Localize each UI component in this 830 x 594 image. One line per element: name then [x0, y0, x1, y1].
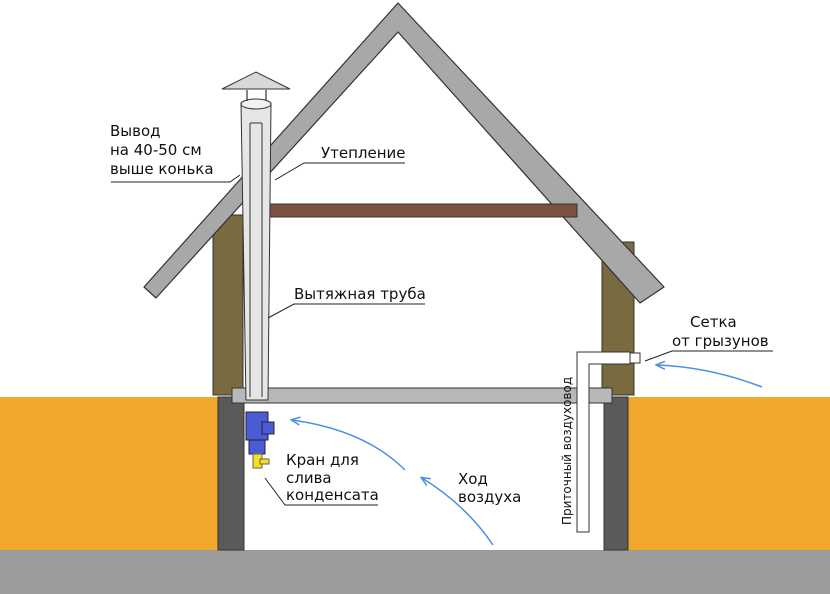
valve-cap — [261, 421, 275, 435]
label-outlet-1: Вывод — [110, 122, 161, 140]
label-supply-duct: Приточный воздуховод — [560, 377, 574, 525]
label-airflow-1: Ход — [458, 470, 488, 488]
house-wall-left — [212, 214, 244, 396]
airflow-arrow-outside — [657, 365, 763, 388]
leader-valve — [264, 477, 378, 506]
label-valve-3: конденсата — [286, 486, 379, 504]
airflow-arrow-upper — [292, 420, 406, 471]
foundation-wall-right — [603, 396, 629, 551]
label-exhaust-pipe: Вытяжная труба — [294, 285, 426, 303]
label-outlet-2: на 40-50 см — [110, 141, 202, 159]
ground-strip — [0, 550, 830, 594]
leader-exhaust-pipe — [267, 303, 425, 319]
label-valve-1: Кран для — [286, 451, 359, 469]
label-outlet-3: выше конька — [110, 160, 214, 178]
label-mesh-1: Сетка — [690, 313, 737, 331]
label-valve-2: слива — [286, 469, 332, 487]
tap-handle-icon — [259, 458, 270, 465]
label-mesh-2: от грызунов — [672, 332, 769, 350]
label-airflow-2: воздуха — [458, 488, 521, 506]
exhaust-pipe-top — [240, 98, 272, 110]
floor-slab — [231, 387, 613, 404]
label-insulation: Утепление — [321, 144, 406, 162]
leader-insulation — [274, 162, 405, 181]
chimney-cap — [221, 71, 291, 90]
soil-left — [0, 397, 218, 550]
soil-right — [628, 397, 830, 550]
airflow-arrow-lower — [422, 478, 494, 546]
ceiling-beam — [242, 203, 578, 218]
foundation-wall-left — [217, 396, 245, 551]
roof — [143, 2, 665, 304]
valve-neck — [248, 439, 266, 455]
exhaust-pipe — [240, 102, 272, 401]
rodent-mesh-icon — [629, 352, 641, 364]
leader-mesh — [644, 350, 773, 362]
supply-duct — [576, 351, 631, 533]
leader-outlet — [111, 174, 241, 183]
